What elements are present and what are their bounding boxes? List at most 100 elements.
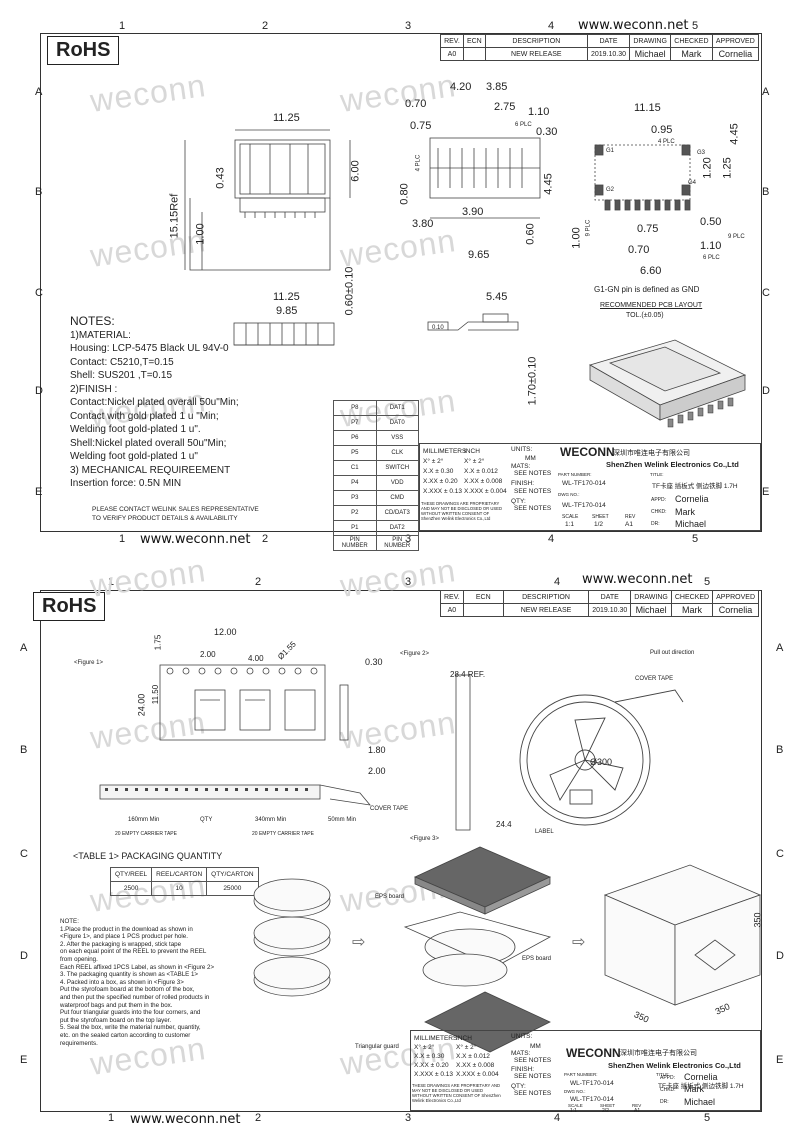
checked-header: CHECKED — [670, 34, 713, 48]
qty-label: QTY: — [511, 498, 526, 505]
website-bottom: www.weconn.net — [140, 532, 251, 547]
grid-number-3: 3 — [405, 576, 412, 588]
description-header: DESCRIPTION — [484, 34, 588, 48]
scale-value: 1:1 — [565, 521, 575, 528]
grid-letter-e: E — [35, 486, 43, 498]
arrow-icon: ⇨ — [572, 934, 586, 951]
finish-label: FINISH: — [511, 480, 535, 487]
company-name-cn: 深圳市唯连电子有限公司 — [620, 1050, 697, 1057]
mats-value: SEE NOTES — [514, 470, 552, 477]
drawing-header: DRAWING — [630, 590, 672, 604]
qty-carton-header: QTY/CARTON — [206, 867, 259, 882]
chkd-label: CHKD: — [651, 509, 667, 515]
tolerance-note: TOL.(±0.05) — [626, 312, 664, 319]
plc-9: 9 PLC — [728, 234, 745, 240]
dim-2-00: 2.00 — [200, 650, 216, 659]
approved-header: APPROVED — [712, 590, 759, 604]
dim-0-60-b: 0.60 — [524, 223, 537, 245]
qty-label: QTY: — [511, 1083, 526, 1090]
pin-signal: DAT1 — [375, 400, 419, 416]
dim-0-30-tape: 0.30 — [365, 657, 383, 667]
note-line: on each equal point of the REEL to preve… — [60, 948, 207, 956]
units-value: MM — [525, 455, 536, 462]
grid-letter-c: C — [20, 848, 28, 860]
pin-number-header: PIN NUMBER — [375, 535, 419, 551]
dim-2-75: 2.75 — [494, 101, 516, 113]
dim-1-70: 1.70±0.10 — [526, 356, 539, 406]
cover-tape-label: COVER TAPE — [370, 806, 409, 812]
tol-row: X° ± 2° — [423, 458, 444, 465]
rev-value: A0 — [440, 47, 464, 61]
connector-front-view — [233, 322, 335, 346]
label-tag: LABEL — [535, 829, 554, 835]
tol-row: X.X ± 0.012 — [464, 468, 498, 475]
grid-number-4: 4 — [548, 20, 555, 32]
grid-number-5-bottom: 5 — [704, 1112, 711, 1124]
brand-logo: WECONN — [566, 1046, 621, 1060]
grid-letter-b: B — [35, 186, 43, 198]
part-number-label: PART NUMBER: — [558, 472, 592, 477]
note-line: Welding foot gold-plated 1 u" — [70, 451, 198, 462]
tol-row: X.X ± 0.30 — [423, 468, 454, 475]
mats-label: MATS: — [511, 1050, 531, 1057]
note-line: 2. After the packaging is wrapped, stick… — [60, 940, 182, 948]
date-header: DATE — [586, 34, 631, 48]
tape-section-view — [339, 684, 349, 741]
ecn-value — [462, 47, 486, 61]
pcb-layout-title: RECOMMENDED PCB LAYOUT — [600, 302, 703, 309]
brand-logo: WECONN — [560, 445, 615, 459]
grid-letter-d: D — [20, 950, 28, 962]
note-line: Put the styrofoam board at the bottom of… — [60, 986, 195, 994]
description-value: NEW RELEASE — [484, 47, 588, 61]
dr-label: DR: — [660, 1099, 669, 1105]
title-label: TITLE: — [650, 472, 664, 477]
sheet-value: 2/2 — [602, 1108, 609, 1114]
rev-header: REV. — [440, 34, 464, 48]
approved-value: Cornelia — [712, 603, 759, 617]
scale-value: 1:1 — [570, 1108, 577, 1114]
reel-carton-header: REEL/CARTON — [151, 867, 208, 882]
sheet-label: SHEET — [600, 1103, 616, 1108]
units-label: UNITS: — [511, 1033, 533, 1040]
note-line: from opening. — [60, 955, 98, 963]
part-title: TF卡座 插板式 侧边铁脚 1.7H — [658, 1083, 744, 1090]
note-line: 2)FINISH : — [70, 383, 118, 395]
contact-note-line: TO VERIFY PRODUCT DETAILS & AVAILABILITY — [92, 515, 238, 522]
reel-front-view — [519, 689, 684, 826]
dim-0-10: 0.10 — [432, 325, 444, 331]
grid-letter-d-right: D — [776, 950, 784, 962]
note-line: Each REEL affixed 1PCS Label, as shown i… — [60, 963, 215, 971]
plc-4-layout: 4 PLC — [658, 139, 675, 145]
note-line: 1)MATERIAL: — [70, 329, 131, 341]
grid-number-2: 2 — [262, 20, 269, 32]
pin-number: P4 — [333, 475, 377, 491]
scale-label: SCALE — [562, 514, 579, 520]
tol-header-inch: INCH — [464, 448, 480, 455]
notes-block: NOTES: 1)MATERIAL: Housing: LCP-5475 Bla… — [70, 314, 239, 491]
part-number-label: PART NUMBER: — [564, 1072, 598, 1077]
note-line: 5. Seal the box, write the material numb… — [60, 1024, 201, 1032]
appd-label: APPD: — [660, 1075, 676, 1081]
tape-length-160: 160mm Min — [128, 817, 160, 823]
dim-300: Ø300 — [590, 757, 613, 767]
dim-15-15-ref: 15.15Ref — [168, 193, 181, 239]
note-line: and then put the specified number of rol… — [60, 993, 210, 1001]
note-line: Contact with gold plated 1 u "Min; — [70, 410, 219, 422]
label-g1: G1 — [606, 148, 615, 154]
checked-by: Mark — [675, 507, 695, 517]
note-line: Shell: SUS201 ,T=0.15 — [70, 370, 173, 381]
note-line: waterproof bags and put them in the box. — [60, 1001, 173, 1009]
plc-9-left: 9 PLC — [585, 219, 592, 237]
packaging-table: QTY/REEL REEL/CARTON QTY/CARTON 2500 10 … — [109, 867, 259, 896]
pin-number: P5 — [333, 445, 377, 461]
tol-row: X.XX ± 0.20 — [423, 478, 458, 485]
dim-4-20: 4.20 — [450, 81, 472, 93]
pin-number: C1 — [333, 460, 377, 476]
label-g4: G4 — [688, 180, 697, 186]
tol-row: X.XXX ± 0.004 — [464, 488, 507, 495]
note-line: NOTE: — [60, 918, 79, 925]
dim-0-70: 0.70 — [405, 98, 427, 110]
dim-12-00: 12.00 — [214, 627, 237, 637]
company-name-cn: 深圳市唯连电子有限公司 — [613, 450, 690, 457]
reel-side-view — [455, 674, 471, 831]
